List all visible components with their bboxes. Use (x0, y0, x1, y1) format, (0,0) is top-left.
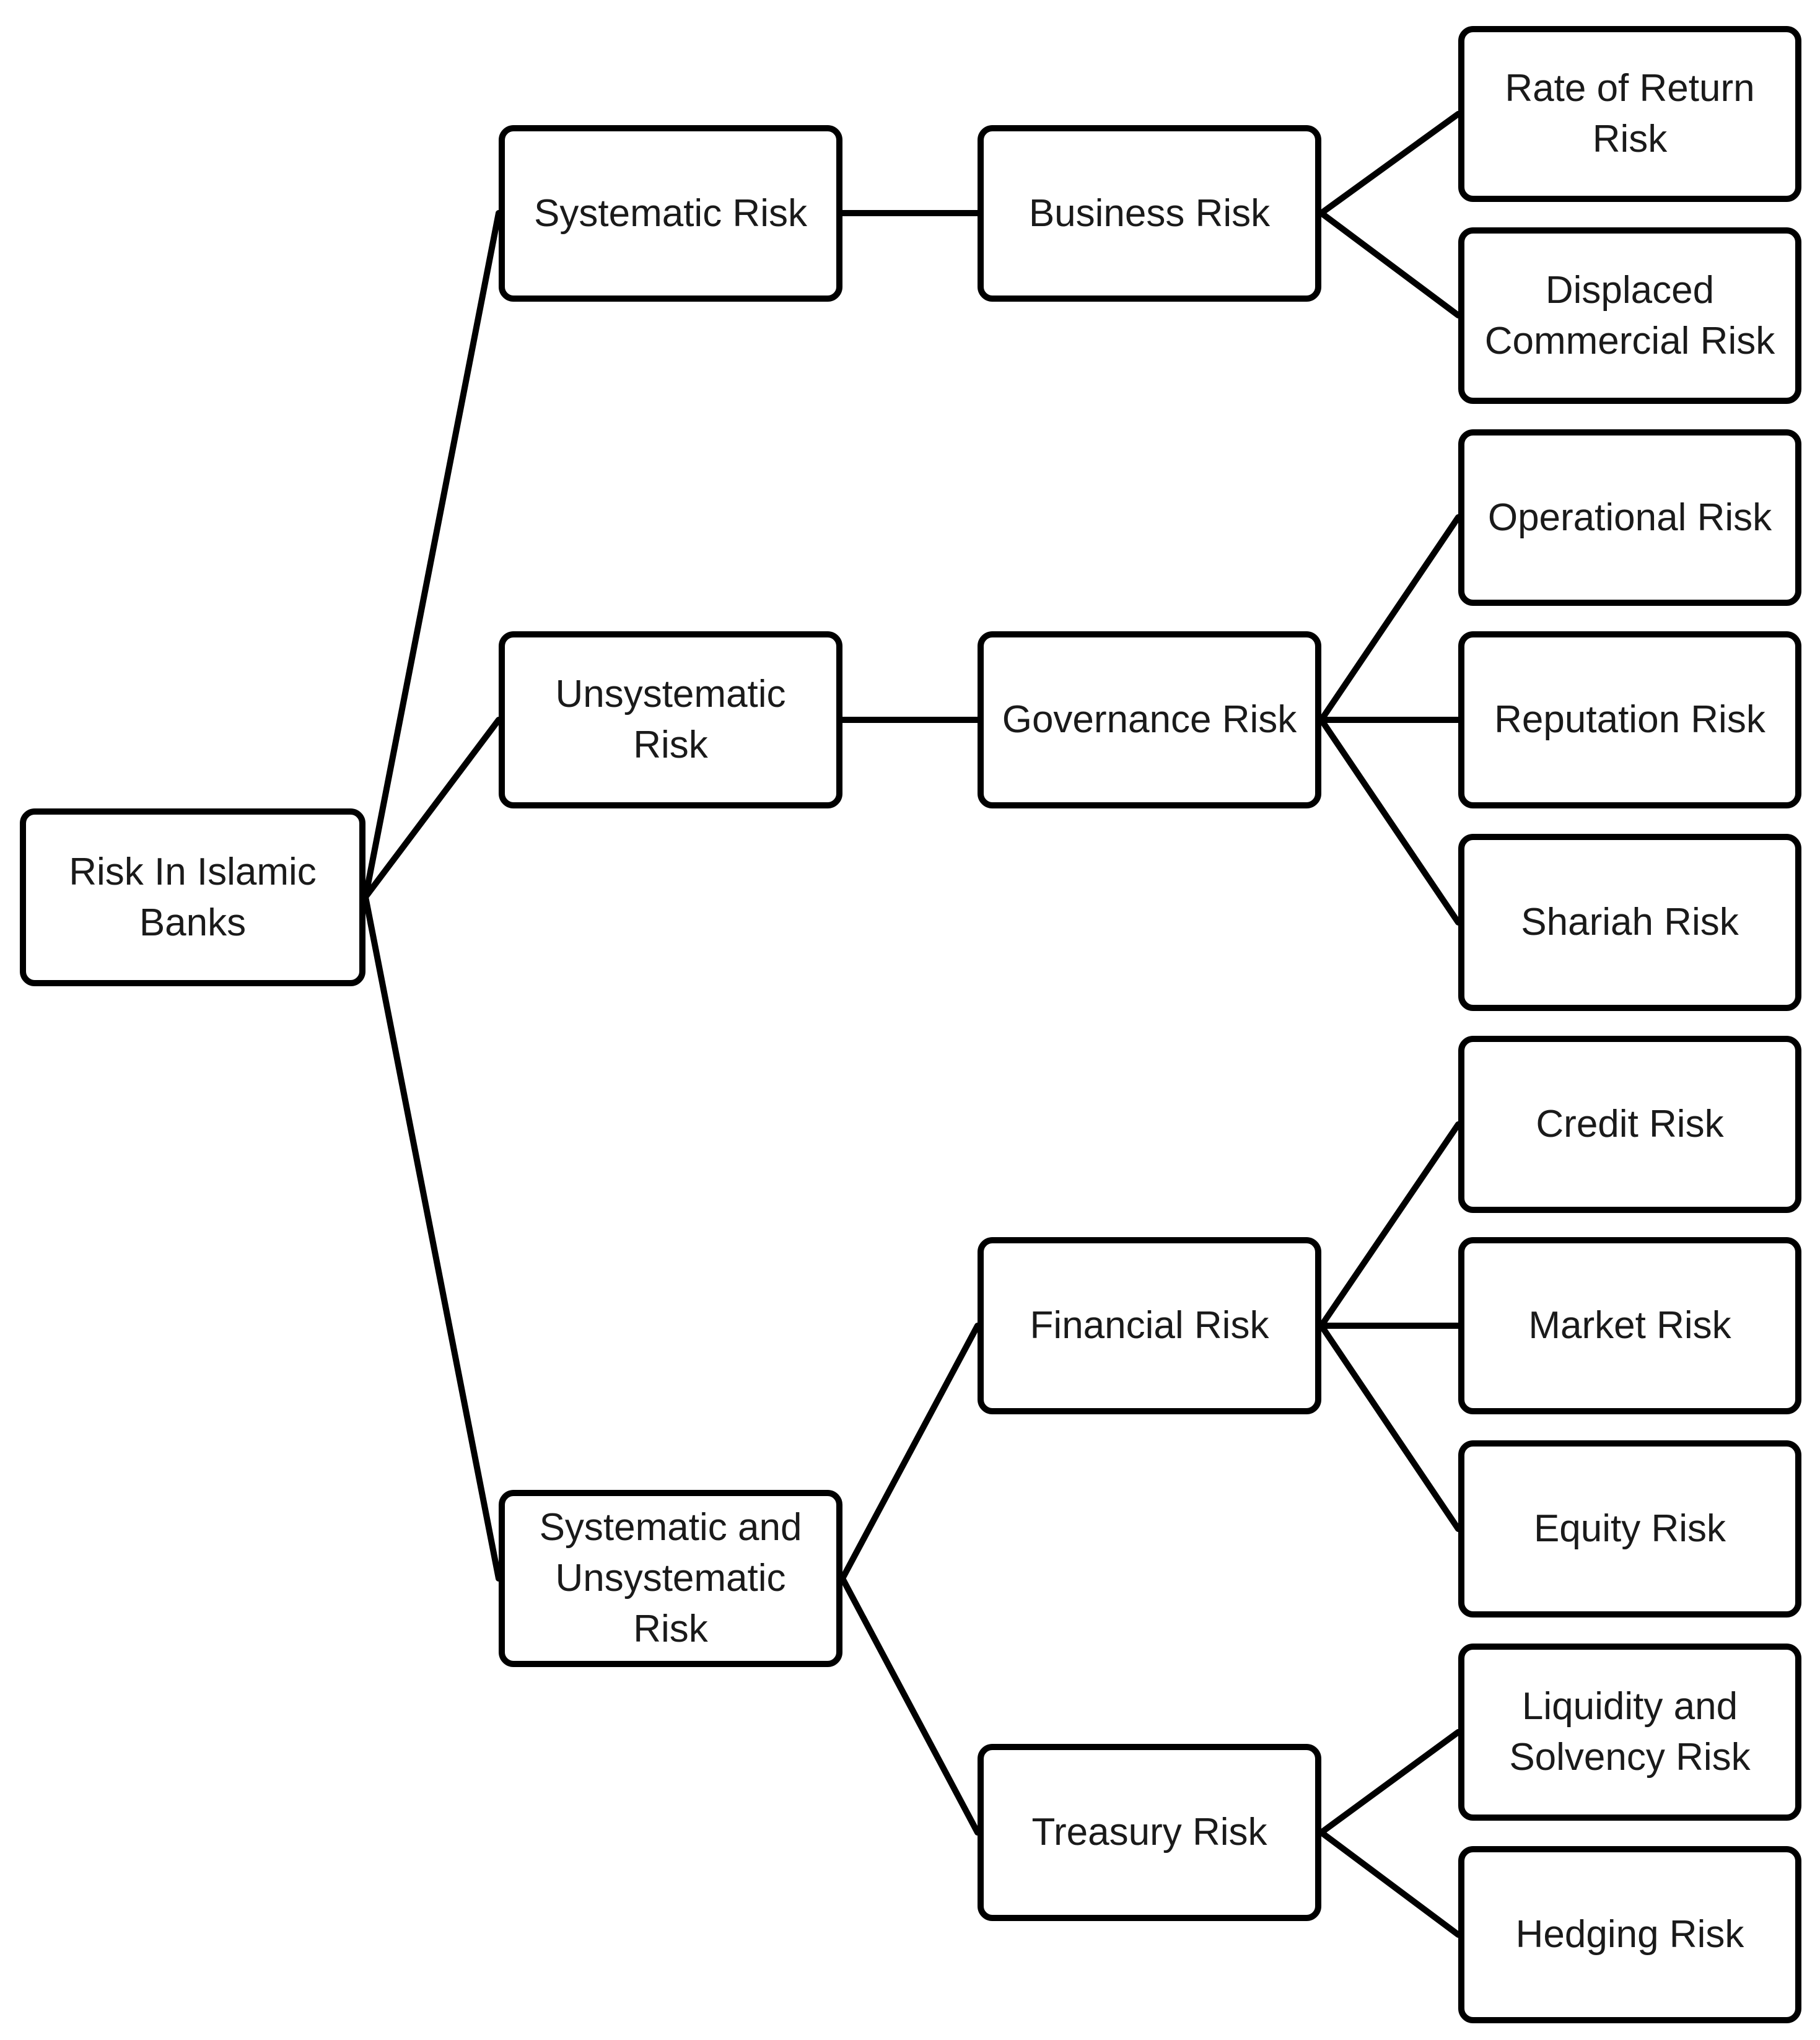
edge-governance-shariah (1318, 717, 1461, 926)
node-governance-risk: Governance Risk (978, 631, 1321, 808)
node-treasury-risk: Treasury Risk (978, 1744, 1321, 1921)
node-label: Financial Risk (1030, 1304, 1269, 1347)
node-label: Displaced Commercial Risk (1484, 268, 1775, 362)
node-credit-risk: Credit Risk (1458, 1036, 1801, 1213)
node-displaced-commercial-risk: Displaced Commercial Risk (1458, 227, 1801, 404)
edge-treasury-liquidity-solvency (1318, 1729, 1461, 1836)
node-operational-risk: Operational Risk (1458, 429, 1801, 606)
node-label: Equity Risk (1533, 1507, 1726, 1550)
node-systematic-risk: Systematic Risk (499, 125, 842, 302)
edge-business-rate-of-return (1318, 111, 1461, 216)
node-risk-in-islamic-banks: Risk In Islamic Banks (20, 808, 365, 986)
node-label: Operational Risk (1487, 496, 1772, 539)
node-label: Systematic and Unsystematic Risk (539, 1506, 802, 1650)
node-unsystematic-risk: Unsystematic Risk (499, 631, 842, 808)
node-label: Risk In Islamic Banks (69, 850, 317, 944)
node-label: Systematic Risk (534, 191, 807, 235)
edge-root-unsystematic (362, 717, 502, 900)
node-label: Reputation Risk (1494, 698, 1765, 741)
edge-both-financial (839, 1323, 981, 1582)
node-systematic-and-unsystematic-risk: Systematic and Unsystematic Risk (499, 1490, 842, 1667)
edge-treasury-hedging (1318, 1829, 1461, 1938)
node-label: Business Risk (1028, 191, 1271, 235)
node-financial-risk: Financial Risk (978, 1237, 1321, 1414)
node-label: Liquidity and Solvency Risk (1509, 1685, 1751, 1779)
node-rate-of-return-risk: Rate of Return Risk (1458, 26, 1801, 202)
node-market-risk: Market Risk (1458, 1237, 1801, 1414)
node-liquidity-and-solvency-risk: Liquidity and Solvency Risk (1458, 1644, 1801, 1821)
node-label: Credit Risk (1536, 1103, 1724, 1145)
edge-business-displaced-commercial (1318, 210, 1461, 318)
node-label: Governance Risk (1002, 698, 1297, 741)
node-business-risk: Business Risk (978, 125, 1321, 302)
edge-financial-credit (1318, 1121, 1461, 1329)
node-label: Rate of Return Risk (1505, 67, 1755, 160)
node-label: Market Risk (1528, 1304, 1731, 1347)
node-label: Treasury Risk (1031, 1811, 1267, 1854)
edge-financial-equity (1318, 1323, 1461, 1532)
node-hedging-risk: Hedging Risk (1458, 1846, 1801, 2023)
node-reputation-risk: Reputation Risk (1458, 631, 1801, 808)
edge-governance-operational (1318, 514, 1461, 723)
node-label: Hedging Risk (1515, 1913, 1744, 1956)
node-equity-risk: Equity Risk (1458, 1440, 1801, 1618)
edge-root-both (362, 894, 502, 1582)
edge-root-systematic (362, 210, 502, 900)
node-shariah-risk: Shariah Risk (1458, 834, 1801, 1011)
node-label: Shariah Risk (1521, 901, 1739, 943)
edge-both-treasury (839, 1575, 981, 1836)
node-label: Unsystematic Risk (555, 673, 786, 766)
